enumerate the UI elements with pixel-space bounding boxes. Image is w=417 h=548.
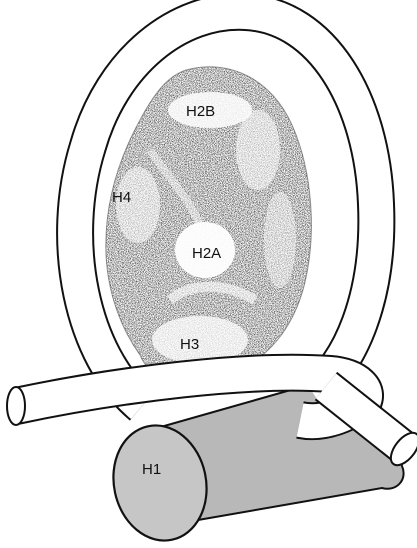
label-h4: H4 [112, 189, 131, 206]
label-h2a: H2A [192, 245, 221, 262]
label-h3: H3 [180, 336, 199, 353]
label-h1: H1 [142, 461, 161, 478]
label-h2b: H2B [186, 103, 215, 120]
